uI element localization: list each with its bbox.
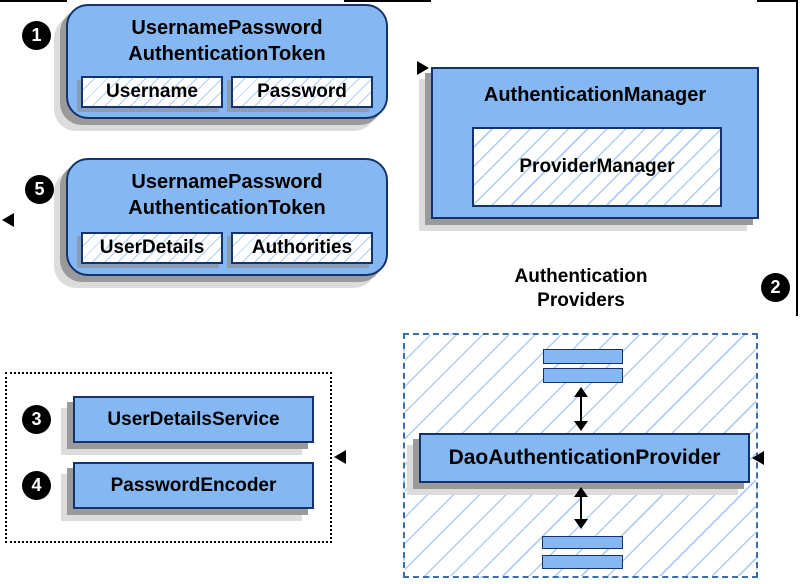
step-2-badge: 2 xyxy=(761,273,790,302)
arrowhead-into-services-icon xyxy=(334,450,346,464)
other-provider-bar-bottom-2 xyxy=(542,555,623,569)
authentication-providers-label: Authentication Providers xyxy=(481,265,681,313)
arrowhead-into-manager-icon xyxy=(417,61,429,75)
other-provider-bar-top-1 xyxy=(543,349,623,364)
authentication-providers-label-line1: Authentication xyxy=(514,266,648,287)
request-token-box: UsernamePassword AuthenticationToken Use… xyxy=(66,4,388,119)
step-4-number: 4 xyxy=(31,475,42,495)
authentication-manager-box: AuthenticationManager ProviderManager xyxy=(431,67,759,219)
other-provider-bar-bottom-1 xyxy=(542,536,623,549)
step-1-number: 1 xyxy=(31,25,42,45)
response-token-title-line2: AuthenticationToken xyxy=(128,197,326,219)
step-2-number: 2 xyxy=(770,277,781,297)
password-encoder-box: PasswordEncoder xyxy=(73,462,314,509)
user-details-service-box: UserDetailsService xyxy=(73,396,314,443)
step-1-badge: 1 xyxy=(22,21,51,50)
double-arrow-lower-line xyxy=(580,495,582,521)
field-username: Username xyxy=(81,76,223,108)
dao-dependencies-container xyxy=(5,372,332,543)
field-authorities: Authorities xyxy=(231,232,373,264)
response-token-box: UsernamePassword AuthenticationToken Use… xyxy=(66,158,388,276)
step-5-number: 5 xyxy=(34,179,45,199)
field-password: Password xyxy=(231,76,373,108)
response-token-title: UsernamePassword AuthenticationToken xyxy=(68,160,386,221)
double-arrow-up-icon xyxy=(574,387,588,397)
double-arrow-down-icon xyxy=(574,421,588,431)
arrowhead-response-out-icon xyxy=(2,213,14,227)
response-token-title-line1: UsernamePassword xyxy=(131,171,323,193)
response-token-fields: UserDetails Authorities xyxy=(81,232,373,264)
request-token-fields: Username Password xyxy=(81,76,373,108)
connector-step2-bottom xyxy=(763,0,798,2)
request-token-title-line1: UsernamePassword xyxy=(131,17,323,39)
double-arrow-up2-icon xyxy=(574,487,588,497)
arrowhead-into-dao-icon xyxy=(752,451,764,465)
provider-manager-box: ProviderManager xyxy=(472,127,722,207)
request-token-title: UsernamePassword AuthenticationToken xyxy=(68,6,386,67)
request-token-title-line2: AuthenticationToken xyxy=(128,43,326,65)
step-3-number: 3 xyxy=(31,409,42,429)
step-4-badge: 4 xyxy=(22,471,51,500)
dao-authentication-provider-box: DaoAuthenticationProvider xyxy=(419,433,750,483)
other-provider-bar-top-2 xyxy=(543,368,623,383)
field-userdetails: UserDetails xyxy=(81,232,223,264)
step-3-badge: 3 xyxy=(22,405,51,434)
double-arrow-down2-icon xyxy=(574,519,588,529)
double-arrow-upper-line xyxy=(580,395,582,423)
connector-dao-to-services xyxy=(344,0,419,2)
step-5-badge: 5 xyxy=(25,175,54,204)
authentication-manager-title: AuthenticationManager xyxy=(483,84,707,106)
authentication-providers-label-line2: Providers xyxy=(537,290,625,311)
connector-step2-vertical xyxy=(796,0,798,316)
connector-response-out xyxy=(12,0,66,2)
